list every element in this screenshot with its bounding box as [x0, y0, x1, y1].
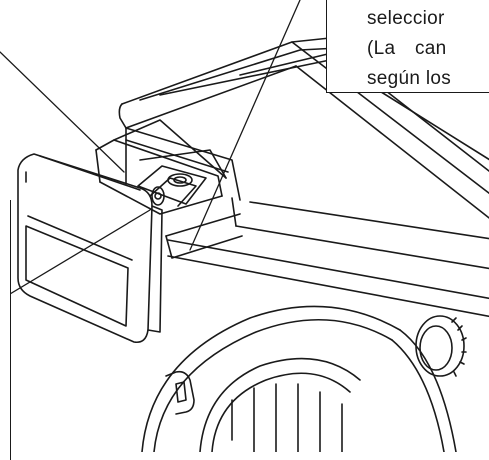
compartment-divider — [137, 165, 207, 207]
detergent-drawer — [95, 119, 227, 215]
drawer-handle — [17, 153, 163, 344]
leader-line-drawer — [0, 51, 125, 173]
callout-line-2: (La can — [367, 38, 447, 59]
cabinet-front-panel — [125, 127, 489, 318]
callout-line-3: según los — [367, 68, 452, 89]
callout-line-1: seleccior — [367, 8, 445, 29]
callout-text-box: seleccior (La can según los — [326, 0, 489, 93]
control-knob — [415, 315, 467, 377]
siphon-cap — [151, 186, 165, 206]
door-hinge — [165, 370, 195, 415]
door-porthole — [141, 305, 457, 452]
left-callout-box-edge — [0, 200, 11, 460]
leader-lines — [0, 0, 301, 301]
leader-line-divider — [189, 0, 301, 251]
drawer-slot — [125, 127, 243, 259]
leader-line-handle — [0, 209, 151, 301]
